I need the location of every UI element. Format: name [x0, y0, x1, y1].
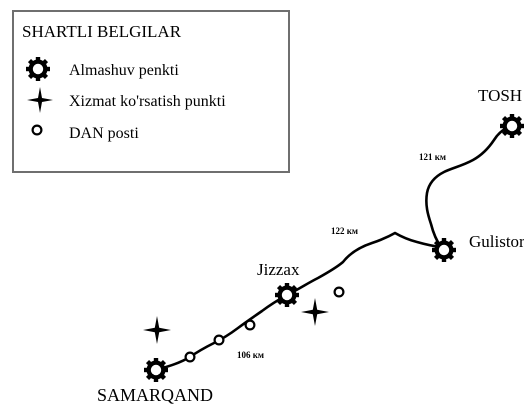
- service-point-icon: [27, 87, 53, 113]
- dan-post-icon-3: [213, 334, 225, 346]
- city-label-tosh: TOSH: [478, 86, 523, 105]
- exchange-point-icon-tosh: [500, 114, 524, 138]
- city-label-gulistan: Gulistor: [469, 232, 524, 251]
- highway-route-line: [154, 124, 514, 372]
- legend-item-dan-label: DAN posti: [69, 125, 139, 142]
- city-label-samarqand: SAMARQAND: [97, 385, 214, 405]
- legend-item-exchange-label: Almashuv penkti: [69, 62, 179, 79]
- legend-title: SHARTLI BELGILAR: [22, 22, 182, 41]
- distance-label-gulistan-jizzax: 122 км: [331, 226, 359, 236]
- service-point-icon-jizzax: [301, 298, 329, 326]
- city-label-jizzax: Jizzax: [257, 260, 300, 279]
- legend-item-service-label: Xizmat ko'rsatish punkti: [69, 93, 226, 110]
- distance-label-tosh-gulistan: 121 км: [419, 152, 447, 162]
- dan-post-icon-1: [333, 286, 345, 298]
- exchange-point-icon: [26, 57, 50, 81]
- dan-post-icon-2: [244, 319, 256, 331]
- legend: SHARTLI BELGILAR Almashuv penkti Xizmat …: [12, 10, 290, 173]
- dan-post-icon-4: [184, 351, 196, 363]
- dan-post-icon: [31, 124, 43, 136]
- service-point-icon-samarqand: [143, 316, 171, 344]
- exchange-point-icon-samarqand: [144, 358, 168, 382]
- distance-label-jizzax-samarqand: 106 км: [237, 350, 265, 360]
- exchange-point-icon-jizzax: [275, 283, 299, 307]
- exchange-point-icon-gulistan: [432, 238, 456, 262]
